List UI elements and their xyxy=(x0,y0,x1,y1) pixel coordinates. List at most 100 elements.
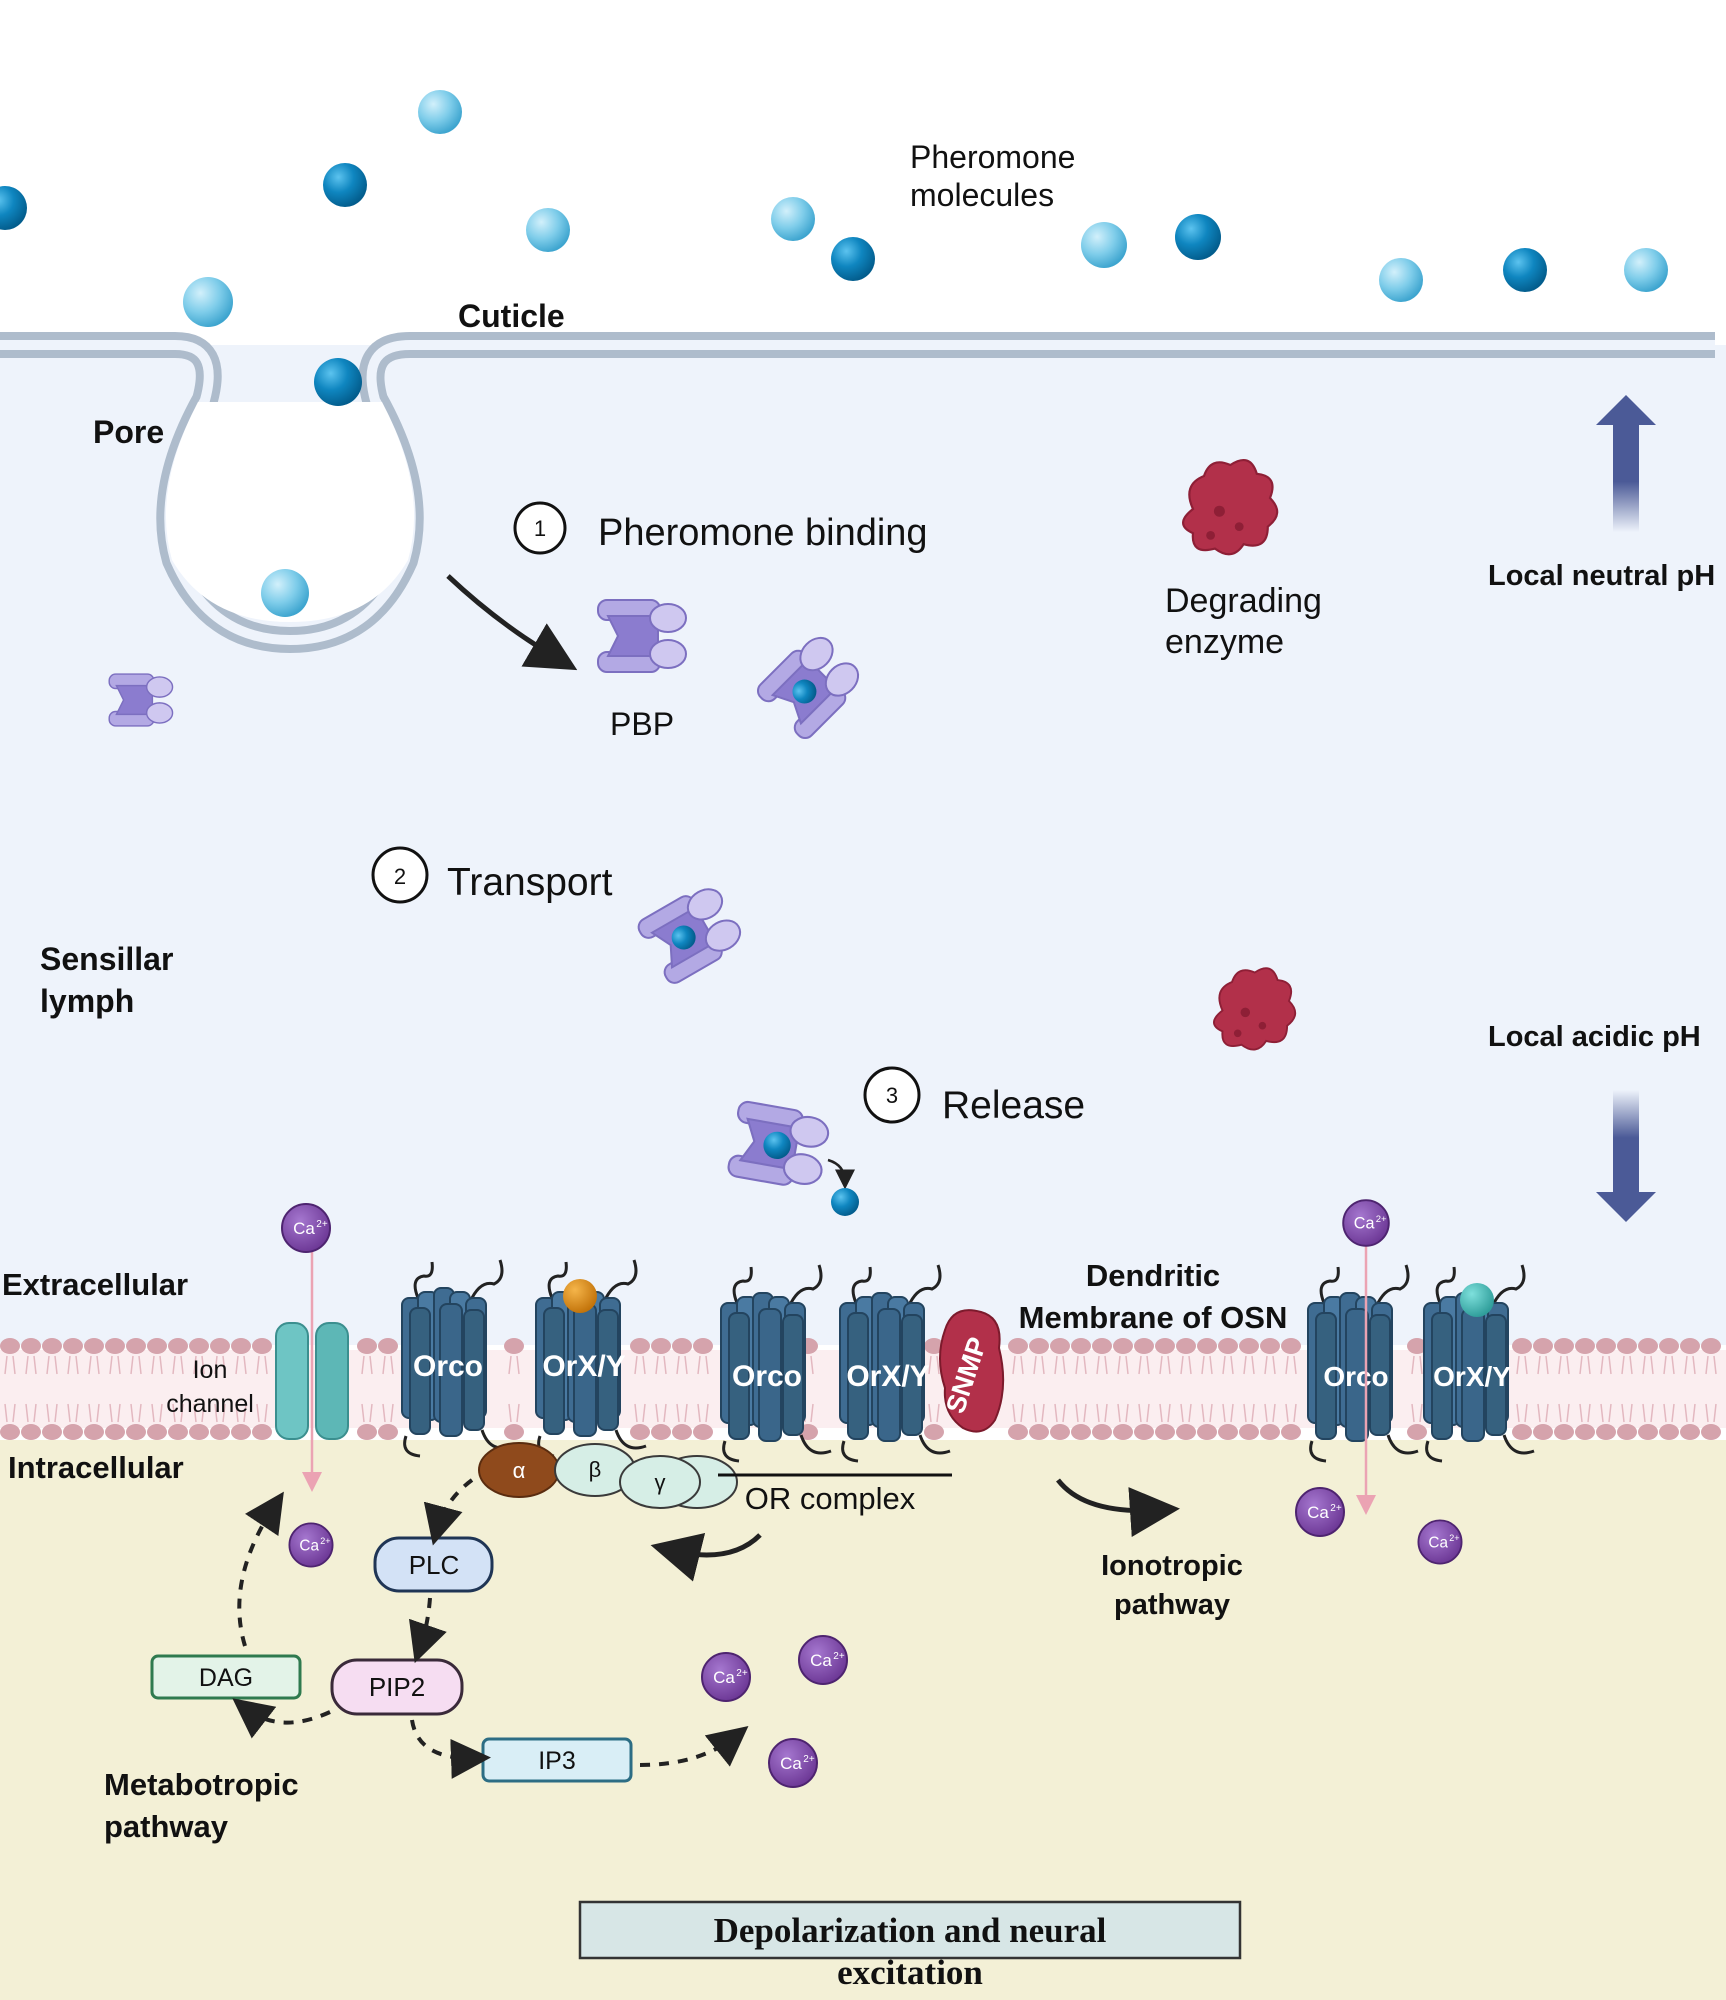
lipid-head xyxy=(378,1424,398,1440)
lipid-head xyxy=(672,1338,692,1354)
svg-text:Ca: Ca xyxy=(1354,1215,1375,1233)
lipid-head xyxy=(1239,1424,1259,1440)
released-pheromone xyxy=(831,1188,859,1216)
ionotropic-label: Ionotropic xyxy=(1101,1550,1243,1582)
lipid-tail xyxy=(1537,1355,1549,1375)
lipid-head xyxy=(21,1424,41,1440)
lipid-tail xyxy=(1642,1403,1654,1423)
ip3-label: IP3 xyxy=(538,1747,576,1775)
step-1-marker xyxy=(513,501,567,555)
step-2-marker xyxy=(371,846,429,904)
lipid-head xyxy=(504,1424,524,1440)
step-3-label: Release xyxy=(942,1084,1085,1127)
lipid-head xyxy=(252,1424,272,1440)
lipid-tail xyxy=(1264,1355,1276,1375)
lipid-tail xyxy=(928,1355,940,1375)
lipid-tail xyxy=(1117,1403,1129,1423)
step-2-label: Transport xyxy=(447,861,613,904)
sensillar-lymph-label-2: lymph xyxy=(40,983,134,1019)
svg-text:2+: 2+ xyxy=(1330,1503,1342,1514)
lipid-tail xyxy=(634,1355,646,1375)
lipid-head xyxy=(1575,1338,1595,1354)
ca-ion: Ca 2+ xyxy=(798,1635,848,1685)
lipid-head xyxy=(189,1338,209,1354)
pheromone-molecule xyxy=(1379,258,1423,302)
plc-label: PLC xyxy=(409,1550,460,1580)
lipid-tail xyxy=(655,1355,667,1375)
svg-text:2+: 2+ xyxy=(736,1668,748,1679)
galpha-to-plc-arrow xyxy=(423,1478,474,1546)
lipid-tail xyxy=(1054,1403,1066,1423)
lipid-tail xyxy=(676,1355,688,1375)
lipid-tail xyxy=(1516,1355,1528,1375)
g-gamma-label: γ xyxy=(655,1470,666,1495)
lipid-head xyxy=(1554,1424,1574,1440)
lipid-tail xyxy=(1096,1355,1108,1375)
pheromone-molecules-label-2: molecules xyxy=(910,177,1054,213)
pheromone-molecule xyxy=(771,197,815,241)
lipid-tail xyxy=(1243,1355,1255,1375)
lipid-head xyxy=(210,1424,230,1440)
lipid-tail xyxy=(655,1403,667,1423)
lipid-head xyxy=(1218,1338,1238,1354)
bound-ligand-orange xyxy=(563,1279,597,1313)
lipid-tail xyxy=(235,1403,247,1423)
lipid-head xyxy=(126,1424,146,1440)
lipid-tail xyxy=(172,1403,184,1423)
lipid-tail xyxy=(1075,1403,1087,1423)
lipid-head xyxy=(147,1338,167,1354)
cuticle-label: Cuticle xyxy=(458,298,565,334)
lipid-tail xyxy=(130,1403,142,1423)
binding-arrow xyxy=(446,574,578,671)
metabotropic-label: Metabotropic xyxy=(104,1767,299,1802)
lipid-tail xyxy=(25,1403,37,1423)
lipid-tail xyxy=(697,1403,709,1423)
lipid-head xyxy=(1092,1424,1112,1440)
lipid-tail xyxy=(1180,1355,1192,1375)
or-complex-label: OR complex xyxy=(745,1481,916,1516)
lipid-head xyxy=(1113,1338,1133,1354)
step-3-marker xyxy=(863,1066,921,1124)
lipid-head xyxy=(105,1424,125,1440)
lipid-tail xyxy=(1705,1355,1717,1375)
svg-text:Ca: Ca xyxy=(1307,1503,1329,1522)
lipid-head xyxy=(231,1424,251,1440)
lipid-tail xyxy=(88,1355,100,1375)
lipid-head xyxy=(357,1424,377,1440)
lipid-head xyxy=(1617,1338,1637,1354)
pheromone-molecule xyxy=(418,90,462,134)
lipid-tail xyxy=(1579,1403,1591,1423)
lipid-head xyxy=(1176,1338,1196,1354)
lipid-head xyxy=(1050,1338,1070,1354)
pheromone-molecule xyxy=(526,208,570,252)
ion-channel-label: Ion xyxy=(193,1356,228,1384)
lipid-tail xyxy=(634,1403,646,1423)
orxy-label-1: OrX/Y xyxy=(542,1350,625,1383)
lipid-head xyxy=(1239,1338,1259,1354)
lipid-tail xyxy=(193,1355,205,1375)
degrading-enzyme-label-2: enzyme xyxy=(1165,623,1284,661)
lipid-tail xyxy=(214,1403,226,1423)
lipid-tail xyxy=(1411,1403,1423,1423)
lipid-head xyxy=(1407,1338,1427,1354)
lipid-head xyxy=(1281,1424,1301,1440)
pheromone-molecule xyxy=(261,569,309,617)
pheromone-molecule xyxy=(0,186,27,230)
or-complex-arrow xyxy=(650,1533,762,1582)
lipid-head xyxy=(1680,1338,1700,1354)
lipid-head xyxy=(1071,1338,1091,1354)
lipid-tail xyxy=(25,1355,37,1375)
lipid-head xyxy=(1008,1424,1028,1440)
lipid-tail xyxy=(1621,1355,1633,1375)
lipid-tail xyxy=(4,1403,16,1423)
lipid-tail xyxy=(67,1403,79,1423)
lipid-tail xyxy=(1201,1355,1213,1375)
lipid-tail xyxy=(109,1403,121,1423)
lipid-tail xyxy=(382,1403,394,1423)
lipid-head xyxy=(1596,1338,1616,1354)
lipid-head xyxy=(1596,1424,1616,1440)
lipid-tail xyxy=(1201,1403,1213,1423)
lipid-tail xyxy=(1663,1403,1675,1423)
lipid-head xyxy=(357,1338,377,1354)
lipid-tail xyxy=(697,1355,709,1375)
